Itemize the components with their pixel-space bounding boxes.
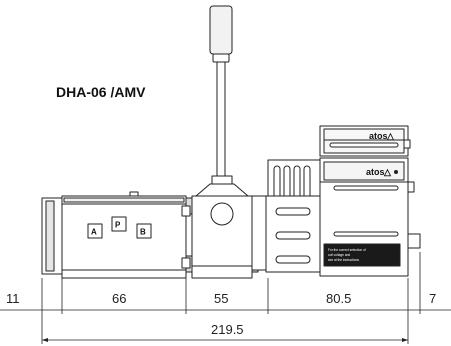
side-fitting <box>407 233 421 249</box>
brand-label-upper: atos <box>369 131 388 141</box>
dimension-label-total: 219.5 <box>211 322 244 337</box>
dimension-label-66: 66 <box>112 291 126 306</box>
plate-text-line: see at the instructions <box>328 258 359 262</box>
warning-triangle-icon: △ <box>386 131 395 141</box>
port-p-box <box>111 216 127 232</box>
dimension-label-11: 11 <box>6 291 20 306</box>
instruction-plate <box>323 243 401 267</box>
dimension-arrows <box>42 338 408 342</box>
dimension-label-55: 55 <box>214 291 228 306</box>
port-a-label: A <box>91 228 97 237</box>
port-b-box <box>136 223 152 239</box>
electronic-module <box>319 157 415 277</box>
model-title: DHA-06 /AMV <box>56 84 146 100</box>
handle-collar <box>212 53 230 63</box>
lever-stem <box>216 61 226 183</box>
valve-main-body <box>41 191 191 279</box>
connector-box <box>319 125 411 157</box>
heatsink-fins <box>267 159 325 201</box>
dimension-label-7: 7 <box>429 291 436 306</box>
warning-triangle-icon: △ <box>383 167 392 177</box>
dimension-lines <box>0 252 451 344</box>
lever-housing <box>185 175 259 279</box>
port-b-label: B <box>140 228 146 237</box>
port-p-label: P <box>115 221 121 230</box>
lever-pivot-circle <box>210 202 234 226</box>
dimension-label-80-5: 80.5 <box>326 291 351 306</box>
plate-text-line: coil voltage and <box>328 253 350 257</box>
lever-handle[interactable] <box>209 5 233 183</box>
brand-label-lower: atos <box>366 167 385 177</box>
handle-grip <box>209 5 233 55</box>
port-symbols <box>87 216 152 239</box>
plate-text-line: For the correct selection of <box>328 248 366 252</box>
port-a-box <box>87 223 103 239</box>
